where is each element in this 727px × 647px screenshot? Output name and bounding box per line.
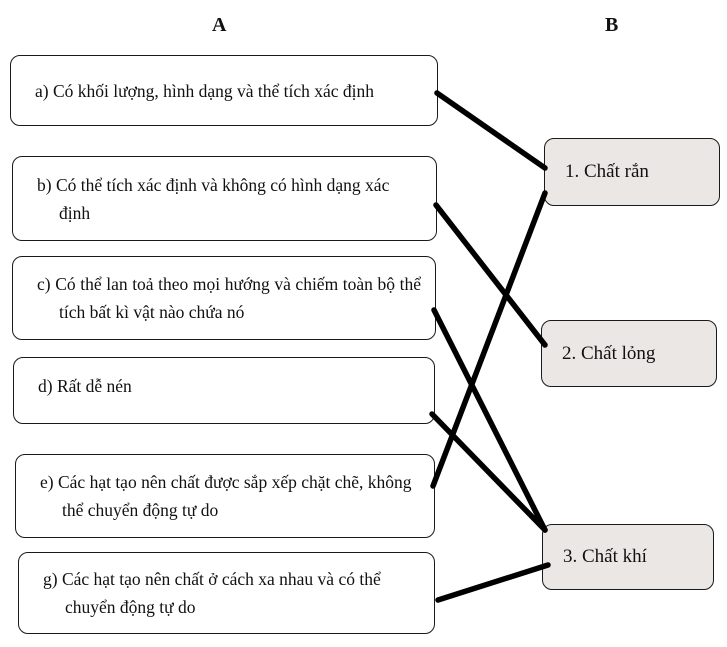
statement-label: a) bbox=[35, 80, 49, 101]
statement-text: Các hạt tạo nên chất được sắp xếp chặt c… bbox=[57, 472, 412, 520]
statement-label: e) bbox=[40, 472, 54, 492]
connection-e-1 bbox=[430, 190, 548, 489]
state-liquid[interactable]: 2. Chất lỏng bbox=[541, 320, 717, 387]
state-solid[interactable]: 1. Chất rắn bbox=[544, 138, 720, 206]
statement-text: Các hạt tạo nên chất ở cách xa nhau và c… bbox=[61, 569, 381, 617]
statement-label: b) bbox=[37, 174, 52, 195]
state-label: 2. Chất lỏng bbox=[562, 342, 656, 364]
statement-b[interactable]: b) Có thể tích xác định và không có hình… bbox=[12, 156, 437, 241]
statement-d[interactable]: d) Rất dễ nén bbox=[13, 357, 435, 424]
statement-label: c) bbox=[37, 274, 51, 294]
statement-text: Có thể tích xác định và không có hình dạ… bbox=[55, 174, 390, 223]
statement-text: Có khối lượng, hình dạng và thể tích xác… bbox=[52, 80, 375, 101]
connection-d-3 bbox=[429, 411, 548, 533]
column-b-header: B bbox=[605, 14, 619, 36]
statement-text: Rất dễ nén bbox=[56, 375, 132, 396]
statement-label: d) bbox=[38, 375, 53, 396]
connection-a-1 bbox=[434, 90, 548, 171]
state-label: 3. Chất khí bbox=[563, 546, 647, 567]
statement-a[interactable]: a) Có khối lượng, hình dạng và thể tích … bbox=[10, 55, 438, 126]
statement-g[interactable]: g) Các hạt tạo nên chất ở cách xa nhau v… bbox=[18, 552, 435, 634]
statement-c[interactable]: c) Có thể lan toả theo mọi hướng và chiế… bbox=[12, 256, 436, 340]
state-gas[interactable]: 3. Chất khí bbox=[542, 524, 714, 590]
state-label: 1. Chất rắn bbox=[565, 161, 649, 182]
statement-label: g) bbox=[43, 569, 58, 589]
connection-b-2 bbox=[433, 202, 548, 348]
connection-c-3 bbox=[431, 307, 548, 533]
connection-g-3 bbox=[435, 562, 551, 603]
statement-e[interactable]: e) Các hạt tạo nên chất được sắp xếp chặ… bbox=[15, 454, 435, 538]
column-a-header: A bbox=[212, 14, 227, 36]
statement-text: Có thể lan toả theo mọi hướng và chiếm t… bbox=[55, 274, 421, 322]
